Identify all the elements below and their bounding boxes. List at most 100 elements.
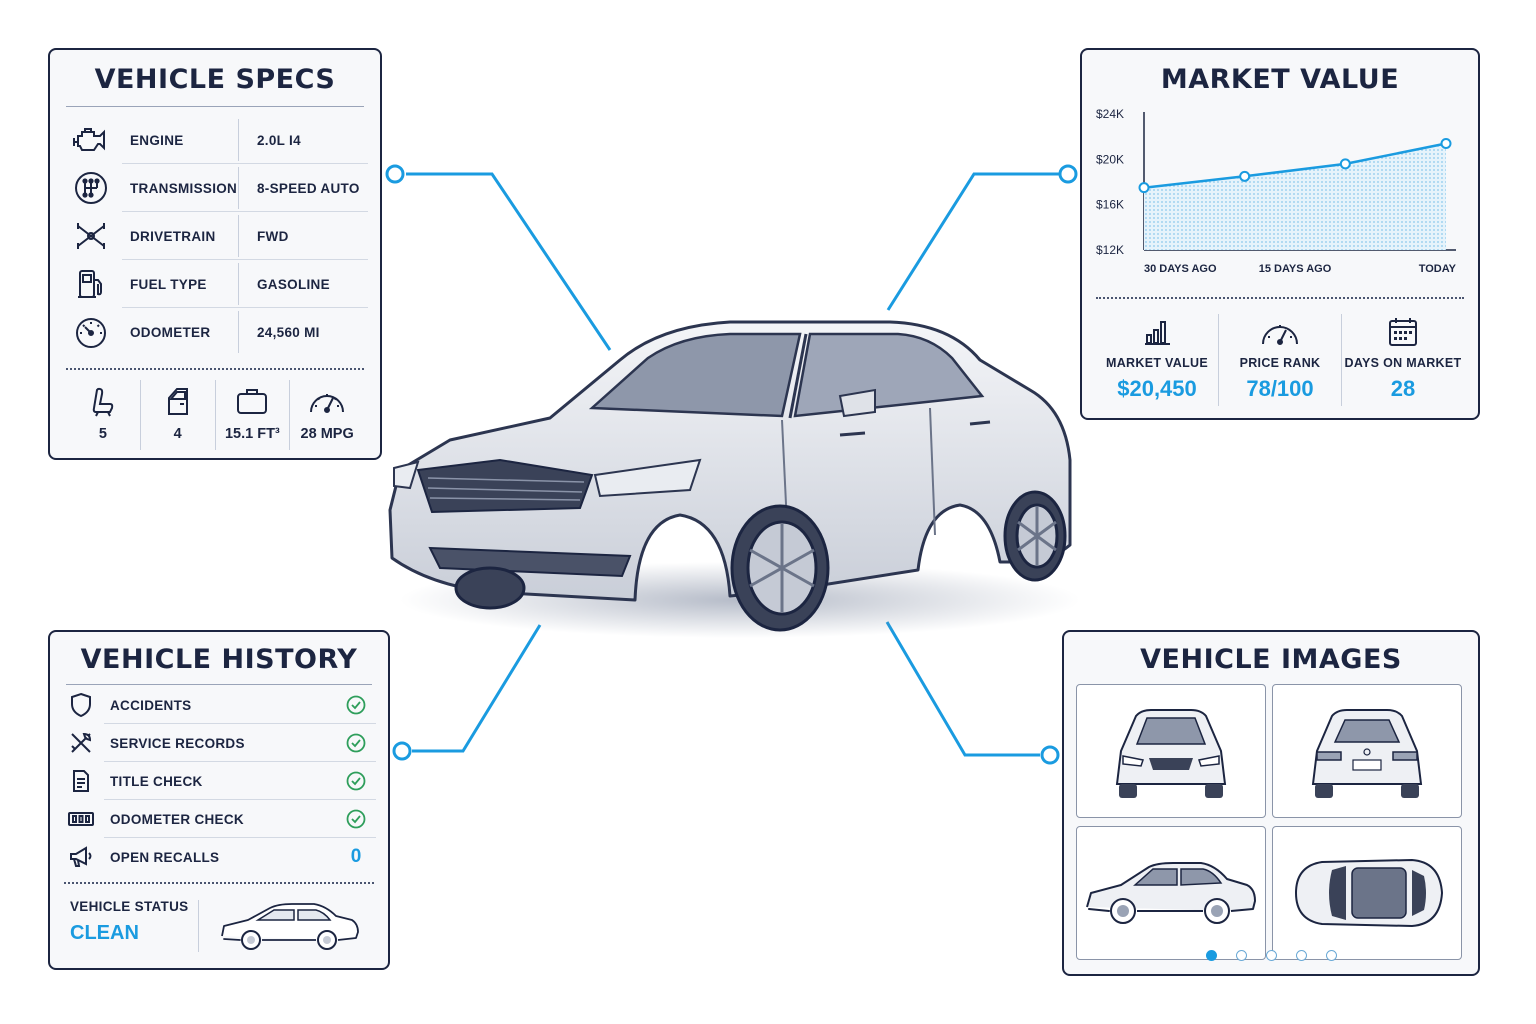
vehicle-specs-panel: VEHICLE SPECS ENGINE 2.0L I4 TRANSMISSIO…: [48, 48, 382, 460]
images-connector-line: [885, 621, 1040, 757]
check-circle-icon: [336, 695, 376, 715]
spec-row-fuel-type: FUEL TYPE GASOLINE: [66, 260, 368, 308]
megaphone-icon: [64, 845, 98, 869]
vehicle-history-panel: VEHICLE HISTORY ACCIDENTS SERVICE RECORD…: [48, 630, 390, 970]
car-side-icon: [221, 903, 359, 950]
spec-row-transmission: TRANSMISSION 8-SPEED AUTO: [66, 164, 368, 212]
y-tick-label: $16K: [1096, 198, 1124, 212]
title-divider: [66, 684, 372, 685]
stat-mpg: 28 MPG: [289, 380, 364, 450]
y-tick-label: $24K: [1096, 107, 1124, 121]
image-thumb-top[interactable]: [1272, 826, 1462, 960]
history-connector-node: [392, 741, 412, 761]
dotted-divider: [1096, 297, 1464, 299]
spec-value: FWD: [238, 215, 368, 257]
status-divider: [198, 900, 199, 952]
history-row-open-recalls: OPEN RECALLS 0: [64, 838, 376, 876]
data-point: [1440, 137, 1452, 149]
page-dot-3[interactable]: [1265, 950, 1277, 961]
page-dot-4[interactable]: [1295, 950, 1307, 961]
row-divider: [104, 723, 376, 724]
car-top-view-image: [1294, 858, 1444, 928]
spec-row-drivetrain: DRIVETRAIN FWD: [66, 212, 368, 260]
calendar-icon: [1387, 314, 1419, 350]
market-connector-line: [886, 172, 1066, 311]
recalls-count-cell: 0: [336, 846, 376, 868]
data-point: [1138, 182, 1150, 194]
history-connector-line: [412, 624, 542, 753]
stat-price-rank: PRICE RANK 78/100: [1218, 314, 1341, 406]
spec-label: TRANSMISSION: [130, 180, 238, 196]
spec-value: 24,560 MI: [238, 311, 368, 353]
row-divider: [122, 211, 368, 212]
spec-value: 8-SPEED AUTO: [238, 167, 368, 209]
vehicle-status-value: CLEAN: [70, 922, 139, 944]
history-row-accidents: ACCIDENTS: [64, 686, 376, 724]
car-illustration: [388, 320, 1080, 638]
image-thumb-side[interactable]: [1076, 826, 1266, 960]
stat-label: PRICE RANK: [1239, 356, 1321, 370]
wrench-icon: [64, 731, 98, 755]
row-divider: [104, 799, 376, 800]
luggage-icon: [235, 386, 269, 421]
odometer-digits-icon: [64, 811, 98, 827]
doors-value: 4: [173, 426, 182, 442]
row-divider: [104, 761, 376, 762]
odometer-icon: [66, 316, 116, 348]
image-thumb-rear[interactable]: [1272, 684, 1462, 818]
value-series-points: [1138, 137, 1452, 194]
gauge-icon: [1259, 314, 1301, 350]
row-divider: [122, 163, 368, 164]
y-tick-label: $12K: [1096, 243, 1124, 257]
stat-market-value: MARKET VALUE $20,450: [1096, 314, 1218, 406]
check-circle-icon: [336, 771, 376, 791]
market-value-panel: MARKET VALUE $24K$20K$16K$12K 30 DAYS AG…: [1080, 48, 1480, 420]
market-connector-node: [1058, 164, 1078, 184]
document-icon: [64, 769, 98, 793]
spec-label: DRIVETRAIN: [130, 228, 216, 244]
open-recalls-count: 0: [350, 846, 362, 867]
page-dot-2[interactable]: [1235, 950, 1247, 961]
page-dot-1[interactable]: [1205, 950, 1217, 961]
shield-icon: [64, 692, 98, 718]
stat-seats: 5: [66, 380, 140, 450]
history-label: ODOMETER CHECK: [110, 811, 244, 827]
vehicle-images-title: VEHICLE IMAGES: [1140, 644, 1402, 675]
title-divider: [66, 106, 364, 107]
spec-value: GASOLINE: [238, 263, 368, 305]
specs-connector-line: [406, 172, 612, 351]
bar-chart-icon: [1142, 314, 1172, 350]
images-connector-node: [1040, 745, 1060, 765]
vehicle-specs-title: VEHICLE SPECS: [94, 64, 336, 95]
seat-icon: [90, 386, 116, 423]
y-tick-label: $20K: [1096, 152, 1124, 166]
cargo-value: 15.1 FT³: [224, 426, 280, 442]
gear-shift-icon: [66, 171, 116, 205]
check-circle-icon: [336, 733, 376, 753]
speedometer-icon: [307, 386, 347, 421]
image-thumb-front[interactable]: [1076, 684, 1266, 818]
quick-stats: 5 4 15.1 FT³ 28 MPG: [66, 380, 364, 450]
seats-value: 5: [98, 426, 107, 442]
spec-label: FUEL TYPE: [130, 276, 207, 292]
stat-value: 28: [1390, 376, 1416, 401]
row-divider: [104, 837, 376, 838]
page-dot-5[interactable]: [1325, 950, 1337, 961]
spec-value: 2.0L I4: [238, 119, 368, 161]
value-series-line: [1143, 142, 1447, 189]
engine-icon: [66, 126, 116, 154]
data-point: [1339, 158, 1351, 170]
spec-row-odometer: ODOMETER 24,560 MI: [66, 308, 368, 356]
row-divider: [122, 307, 368, 308]
stat-value: 78/100: [1246, 376, 1314, 401]
car-side-view-image: [1086, 862, 1256, 924]
row-divider: [122, 259, 368, 260]
drivetrain-icon: [66, 220, 116, 252]
history-label: TITLE CHECK: [110, 773, 203, 789]
x-tick-label: 15 DAYS AGO: [1259, 263, 1332, 275]
vehicle-images-panel: VEHICLE IMAGES: [1062, 630, 1480, 976]
spec-label: ENGINE: [130, 132, 184, 148]
